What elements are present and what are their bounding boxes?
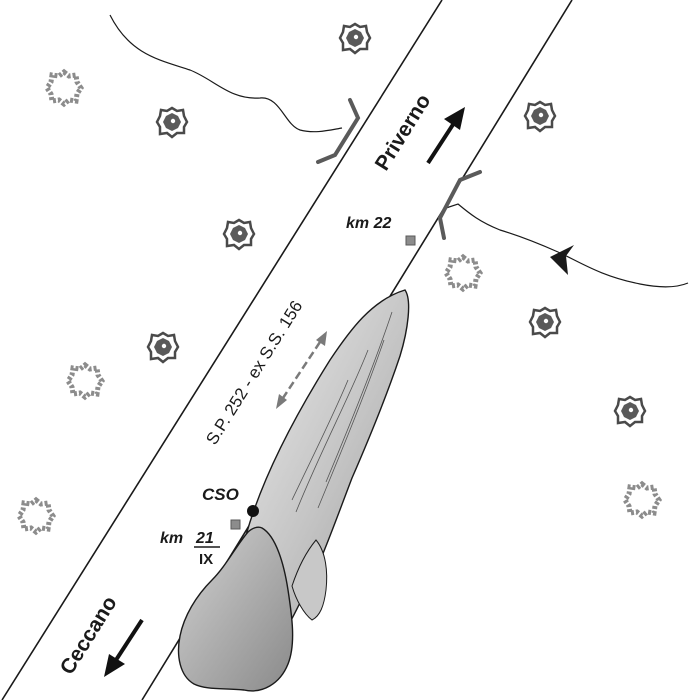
km-22-marker-icon bbox=[405, 235, 416, 246]
shrub-icon bbox=[613, 395, 647, 428]
direction-label-priverno: Priverno bbox=[371, 90, 436, 174]
flow-lines bbox=[291, 311, 393, 513]
creek-east bbox=[445, 203, 689, 288]
road-name-label: S.P. 252 - ex S.S. 156 bbox=[202, 297, 306, 448]
creek-flow-arrow-icon bbox=[550, 245, 574, 275]
shrub-icon bbox=[528, 306, 562, 339]
movement-double-arrow-icon bbox=[276, 331, 327, 409]
shrub-grey-icon bbox=[19, 500, 53, 532]
shrub-icon bbox=[146, 331, 180, 364]
shrub-icon bbox=[155, 106, 189, 139]
arrow-to-priverno-icon bbox=[426, 107, 465, 165]
shrub-grey-icon bbox=[68, 365, 102, 397]
km-21-marker-icon bbox=[230, 519, 241, 530]
landslide-toe bbox=[177, 526, 294, 692]
shrub-icon bbox=[222, 218, 256, 251]
km-22-label: km 22 bbox=[346, 215, 391, 232]
shrub-icon bbox=[523, 100, 557, 133]
landslide-lobe bbox=[291, 539, 328, 621]
km-21-label: km bbox=[160, 530, 183, 547]
shrub-icon bbox=[338, 22, 372, 55]
bridge-east-icon bbox=[437, 170, 482, 240]
km-21-number: 21 bbox=[195, 530, 214, 547]
creek-north bbox=[109, 14, 343, 133]
arrow-to-ceccano-icon bbox=[104, 618, 144, 677]
bridge-north-icon bbox=[316, 98, 361, 164]
cso-station-label: CSO bbox=[202, 485, 239, 504]
landslide-flow bbox=[239, 289, 410, 623]
shrub-grey-icon bbox=[47, 72, 81, 104]
shrub-grey-icon bbox=[446, 257, 480, 289]
km-21-sub-label: IX bbox=[199, 551, 213, 568]
cso-station-point-icon bbox=[247, 505, 259, 517]
shrub-grey-icon bbox=[625, 484, 659, 516]
road-edge-west bbox=[1, 0, 443, 700]
